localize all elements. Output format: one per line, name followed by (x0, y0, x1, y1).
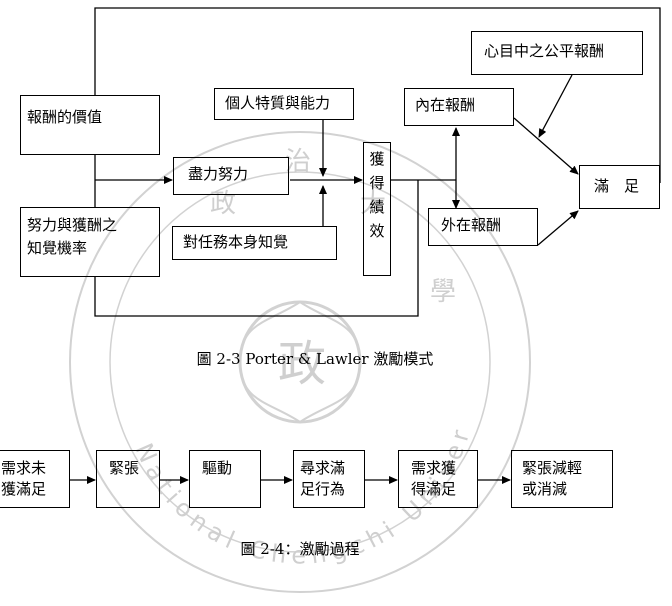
process-step-5-line-2: 得滿足 (411, 480, 457, 498)
abilities-traits-box: 個人特質與能力 (214, 88, 354, 120)
process-step-6-line-2: 或消減 (522, 480, 568, 498)
process-step-1-line-2: 獲滿足 (1, 480, 47, 498)
arrow-intrinsic-to-satisfaction (513, 117, 579, 175)
performance-char-4: 效 (369, 222, 385, 240)
extrinsic-reward-box: 外在報酬 (428, 208, 538, 246)
perceived-probability-line-2: 知覺機率 (27, 239, 88, 257)
reward-value-box: 報酬的價值 (20, 95, 160, 155)
process-step-need-satisfied: 需求獲 得滿足 (398, 450, 478, 508)
process-step-2-line-1: 緊張 (109, 459, 140, 477)
process-step-tension: 緊張 (96, 450, 160, 508)
reward-value-label: 報酬的價值 (27, 108, 103, 126)
effort-box: 盡力努力 (173, 157, 289, 195)
process-step-4-line-2: 足行為 (300, 480, 346, 498)
performance-char-2: 得 (369, 174, 385, 192)
process-step-3-line-1: 驅動 (202, 459, 233, 477)
arrow-equity-to-satisfaction (538, 74, 573, 138)
process-step-4-line-1: 尋求滿 (300, 459, 346, 477)
arrow-extrinsic-to-satisfaction (537, 210, 579, 246)
watermark-ring-char-3: 大 (360, 189, 386, 219)
role-perception-label: 對任務本身知覺 (183, 233, 289, 251)
process-step-5-line-1: 需求獲 (411, 459, 457, 477)
feedback-line-satisfaction-to-reward (94, 7, 661, 183)
effort-label: 盡力努力 (188, 165, 249, 183)
process-step-6-line-1: 緊張減輕 (522, 459, 583, 477)
satisfaction-box: 滿 足 (579, 165, 660, 209)
performance-box: 獲 得 績 效 (363, 142, 391, 276)
perceived-probability-line-1: 努力與獲酬之 (27, 216, 118, 234)
process-step-1-line-1: 需求未 (1, 459, 47, 477)
perceived-probability-box: 努力與獲酬之 知覺機率 (20, 207, 160, 277)
watermark-ring-char-2: 治 (285, 147, 311, 177)
process-step-drive: 驅動 (189, 450, 261, 508)
process-step-search-behavior: 尋求滿 足行為 (293, 450, 365, 508)
watermark-seal-char: 政 (278, 336, 326, 392)
watermark-ring-char-4: 學 (430, 277, 456, 307)
extrinsic-reward-label: 外在報酬 (441, 216, 502, 234)
figure-2-4-caption: 圖 2-4：激勵過程 (240, 540, 360, 558)
process-step-unmet-need: 需求未 獲滿足 (0, 450, 70, 508)
intrinsic-reward-label: 內在報酬 (415, 96, 476, 114)
role-perception-box: 對任務本身知覺 (172, 226, 337, 260)
performance-char-3: 績 (369, 198, 385, 216)
intrinsic-reward-box: 內在報酬 (404, 88, 514, 126)
abilities-traits-label: 個人特質與能力 (225, 94, 331, 112)
perceived-equitable-reward-box: 心目中之公平報酬 (471, 31, 643, 75)
perceived-equitable-reward-label: 心目中之公平報酬 (484, 42, 605, 60)
feedback-line-performance-to-probability (94, 180, 419, 317)
satisfaction-label: 滿 足 (594, 177, 640, 195)
figure-2-3-caption: 圖 2-3 Porter & Lawler 激勵模式 (196, 350, 434, 368)
performance-char-1: 獲 (369, 150, 385, 168)
process-step-tension-reduced: 緊張減輕 或消減 (511, 450, 613, 508)
